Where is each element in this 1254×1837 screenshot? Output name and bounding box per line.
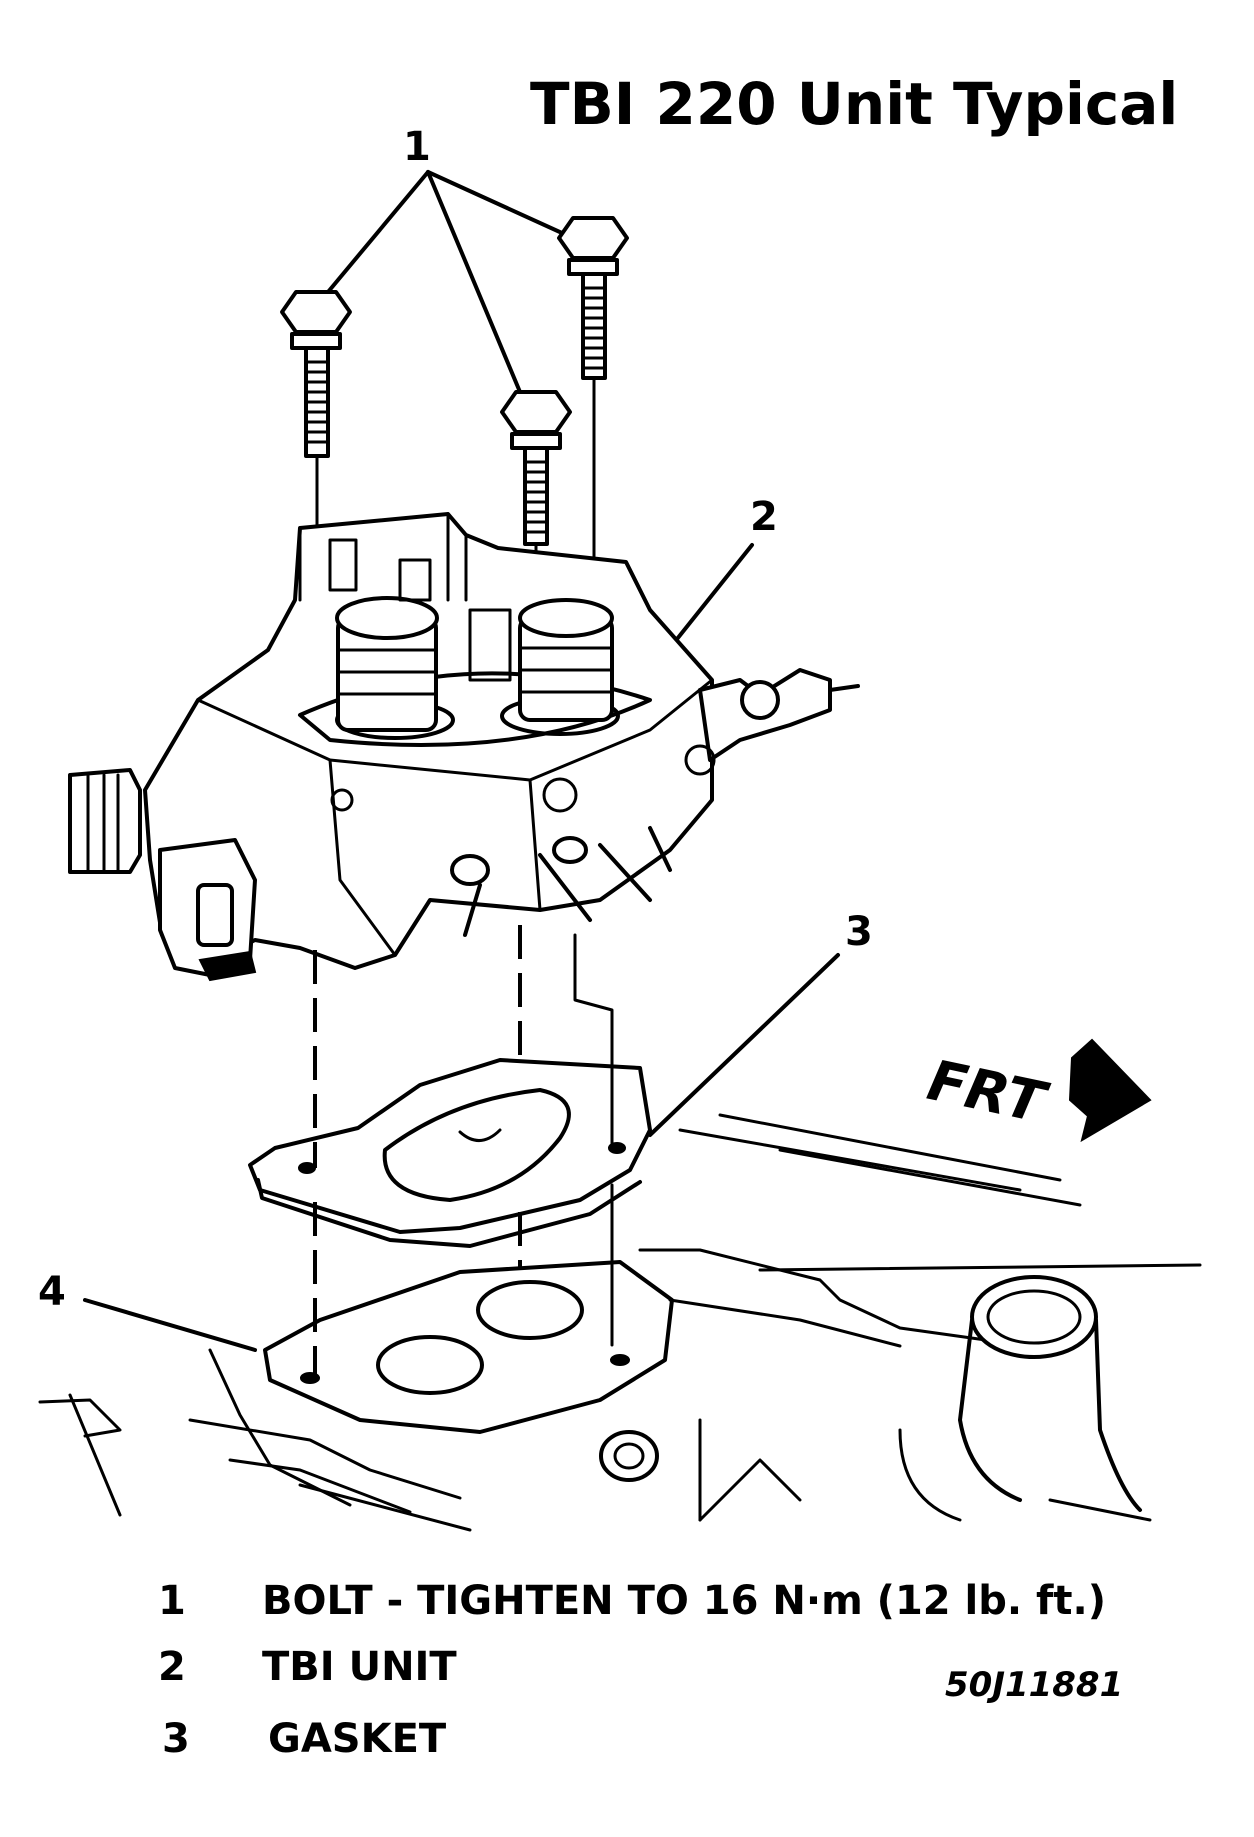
- callout-2: 2: [750, 494, 778, 540]
- legend-text-1: BOLT - TIGHTEN TO 16 N·m (12 lb. ft.): [262, 1578, 1106, 1624]
- leader-lines: [83, 170, 840, 1352]
- legend-num-3: 3: [162, 1716, 190, 1762]
- legend-text-3: GASKET: [268, 1716, 447, 1762]
- figure-code: 50J11881: [945, 1665, 1123, 1705]
- callout-1: 1: [403, 124, 431, 170]
- bolt-right: [557, 216, 629, 380]
- bolt-center: [500, 390, 572, 546]
- callout-3: 3: [845, 909, 873, 955]
- callout-4: 4: [38, 1269, 66, 1315]
- front-direction-arrow: [1068, 1038, 1152, 1143]
- diagram-title: TBI 220 Unit Typical: [530, 70, 1178, 138]
- alignment-lines: [313, 925, 614, 1380]
- legend: 1 BOLT - TIGHTEN TO 16 N·m (12 lb. ft.) …: [158, 1578, 1106, 1762]
- tbi-unit: [68, 512, 860, 982]
- legend-text-2: TBI UNIT: [262, 1644, 457, 1690]
- legend-num-2: 2: [158, 1644, 186, 1690]
- intake-manifold: [38, 1113, 1202, 1532]
- bolt-left: [280, 290, 352, 458]
- legend-num-1: 1: [158, 1578, 186, 1624]
- gasket: [248, 1058, 652, 1248]
- front-direction-label: FRT: [922, 1048, 1054, 1137]
